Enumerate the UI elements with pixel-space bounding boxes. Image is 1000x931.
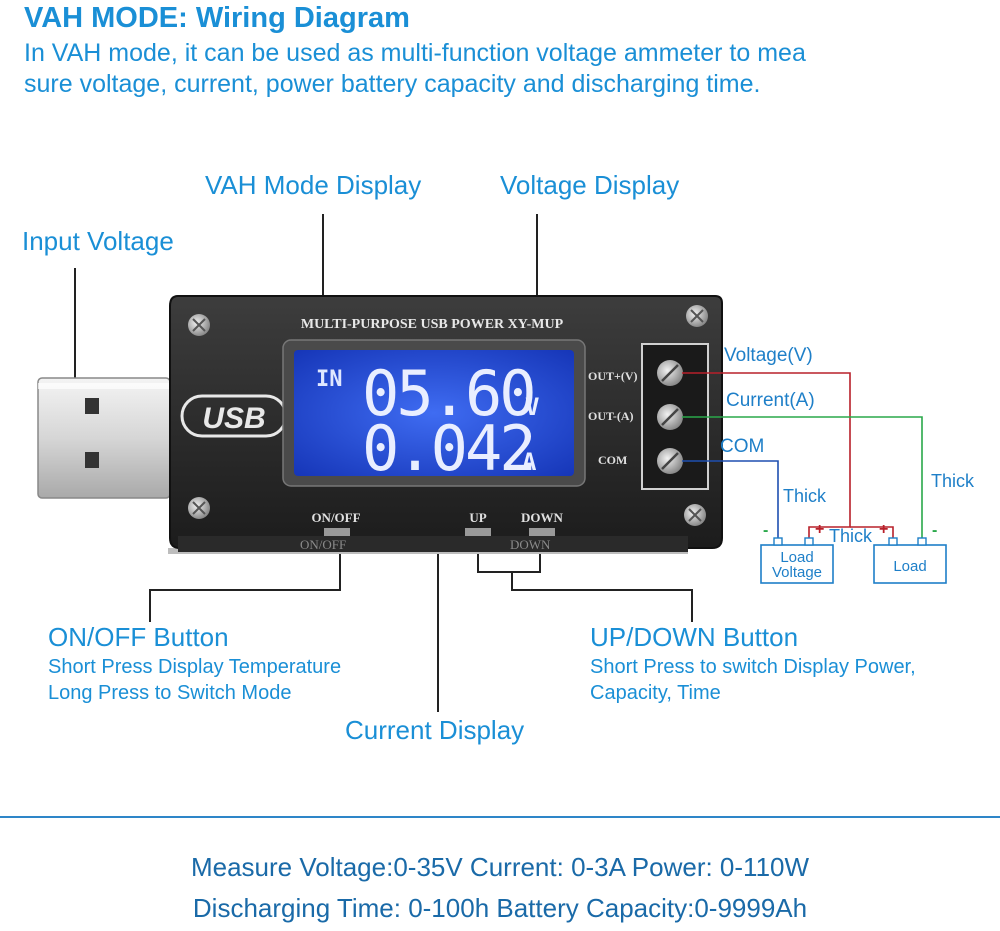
lcd-voltage-unit: V <box>525 393 539 421</box>
load-voltage-line-2: Voltage <box>771 564 823 581</box>
lcd-current-value: 0.042 <box>362 412 534 485</box>
lcd-in-indicator: IN <box>316 367 343 392</box>
terminal-label-out-v: OUT+(V) <box>588 369 638 383</box>
terminal-label-com: COM <box>598 453 627 467</box>
com-wire <box>682 460 779 545</box>
onoff-button-label: ON/OFF <box>311 510 360 525</box>
thick-label-current: Thick <box>931 471 975 491</box>
specs-line-2: Discharging Time: 0-100h Battery Capacit… <box>192 893 808 923</box>
usb-hole-bottom <box>85 452 99 468</box>
minus-sign-load: - <box>932 522 938 539</box>
specs-line-1: Measure Voltage:0-35V Current: 0-3A Powe… <box>190 852 810 882</box>
intro-line-1: In VAH mode, it can be used as multi-fun… <box>24 39 806 67</box>
terminal-screw-icon <box>657 404 683 430</box>
usb-logo-text: USB <box>202 402 265 435</box>
vah-mode-display-label: VAH Mode Display <box>205 170 422 200</box>
load-voltage-box <box>760 537 834 584</box>
lcd-current-unit: A <box>522 448 537 476</box>
lcd-voltage-value: 05.60 <box>362 357 534 430</box>
plus-sign-load: + <box>879 521 889 538</box>
terminal-label-out-a: OUT-(A) <box>588 409 634 423</box>
leader-updown <box>477 540 693 622</box>
usb-logo: USB <box>180 394 288 438</box>
screw-icon <box>684 504 706 526</box>
device-header-text: MULTI-PURPOSE USB POWER XY-MUP <box>301 317 564 332</box>
usb-plug <box>37 377 171 499</box>
voltage-display-label: Voltage Display <box>500 170 680 200</box>
down-button-label: DOWN <box>521 510 564 525</box>
load-voltage-text: Load Voltage <box>761 550 833 580</box>
page-title: VAH MODE: Wiring Diagram <box>24 2 410 34</box>
current-display-label: Current Display <box>345 715 525 745</box>
updown-button-title: UP/DOWN Button <box>590 622 799 652</box>
onoff-button-title: ON/OFF Button <box>48 622 229 652</box>
meter-device: MULTI-PURPOSE USB POWER XY-MUP USB IN 05… <box>168 295 723 554</box>
up-button[interactable] <box>465 528 491 536</box>
thick-label-voltage: Thick <box>829 526 873 546</box>
plus-sign-load-voltage: + <box>815 521 825 538</box>
ghost-onoff-text: ON/OFF <box>300 537 346 552</box>
terminal-screw-icon <box>657 448 683 474</box>
load-box <box>873 537 947 584</box>
minus-sign-load-voltage: - <box>763 522 769 539</box>
updown-desc-2: Capacity, Time <box>590 682 721 704</box>
current-wire-label: Current(A) <box>726 390 815 411</box>
lcd-screen <box>294 350 574 476</box>
com-wire-label: COM <box>720 436 765 457</box>
onoff-desc-2: Long Press to Switch Mode <box>48 682 292 704</box>
down-button[interactable] <box>529 528 555 536</box>
thick-label-com: Thick <box>783 486 827 506</box>
ghost-down-text: DOWN <box>510 537 551 552</box>
up-button-label: UP <box>469 510 486 525</box>
screw-icon <box>686 305 708 327</box>
leader-onoff <box>149 540 341 622</box>
screw-icon <box>188 314 210 336</box>
intro-line-2: sure voltage, current, power battery cap… <box>24 70 761 98</box>
current-wire <box>682 416 923 545</box>
load-voltage-line-1: Load <box>780 549 814 566</box>
usb-hole-top <box>85 398 99 414</box>
terminal-screw-icon <box>657 360 683 386</box>
updown-desc-1: Short Press to switch Display Power, <box>590 656 916 678</box>
input-voltage-label: Input Voltage <box>22 226 174 256</box>
screw-icon <box>188 497 210 519</box>
voltage-wire-label: Voltage(V) <box>724 345 813 366</box>
load-text: Load <box>893 558 927 575</box>
intro-text: In VAH mode, it can be used as multi-fun… <box>24 38 974 100</box>
wiring-lines <box>682 372 923 545</box>
onoff-button[interactable] <box>324 528 350 536</box>
onoff-desc-1: Short Press Display Temperature <box>48 656 342 678</box>
